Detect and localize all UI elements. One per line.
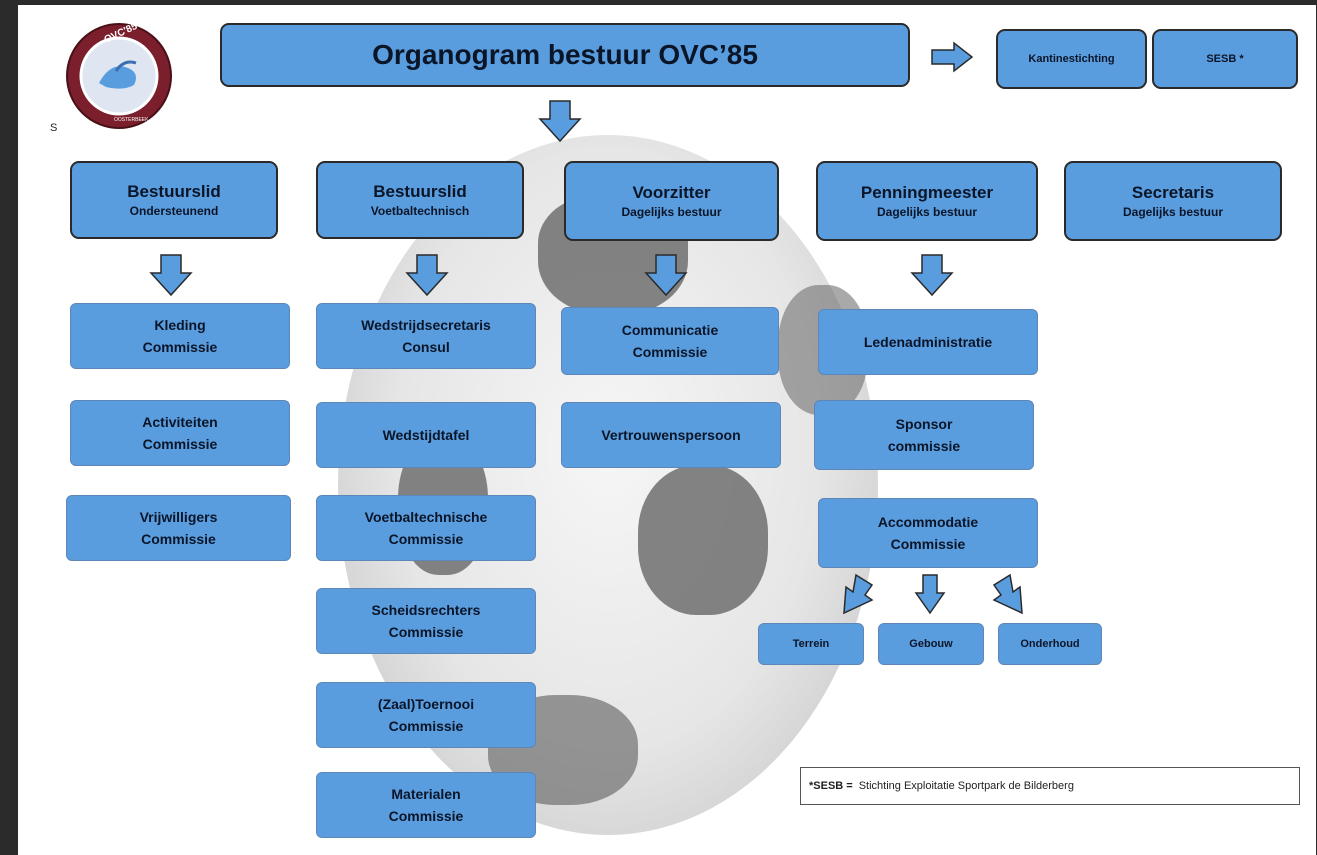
legend-text: Stichting Exploitatie Sportpark de Bilde… [858,780,1074,792]
box-terrein: Terrein [758,623,864,665]
sesb-box: SESB * [1152,29,1298,89]
arrow-down-icon [405,254,449,297]
box-vrijwilligers-commissie: Vrijwilligers Commissie [66,495,291,561]
ball-panel [638,465,768,615]
arrow-down-icon [644,254,688,297]
box-voetbaltechnische-commissie: Voetbaltechnische Commissie [316,495,536,561]
ovc-logo: OVC'85 OOSTERBEEK S [50,21,172,131]
legend-key: *SESB = [809,780,853,792]
box-accommodatie-commissie: Accommodatie Commissie [818,498,1038,568]
head-secretaris: Secretaris Dagelijks bestuur [1064,161,1282,241]
arrow-down-icon [910,254,954,297]
box-gebouw: Gebouw [878,623,984,665]
arrow-down-icon [914,574,946,615]
arrow-down-icon [538,100,582,143]
logo-text-bottom: OOSTERBEEK [114,117,149,123]
head-bestuurslid-voetbaltechnisch: Bestuurslid Voetbaltechnisch [316,161,524,239]
arrow-down-right-icon [992,573,1023,615]
box-kleding-commissie: Kleding Commissie [70,303,290,369]
head-penningmeester: Penningmeester Dagelijks bestuur [816,161,1038,241]
head-voorzitter: Voorzitter Dagelijks bestuur [564,161,779,241]
page-title: Organogram bestuur OVC’85 [372,39,758,70]
title-box: Organogram bestuur OVC’85 [220,23,910,87]
box-activiteiten-commissie: Activiteiten Commissie [70,400,290,466]
arrow-down-left-icon [843,573,874,615]
box-onderhoud: Onderhoud [998,623,1102,665]
left-edge-background [0,0,18,855]
head-bestuurslid-ondersteunend: Bestuurslid Ondersteunend [70,161,278,239]
box-communicatie-commissie: Communicatie Commissie [561,307,779,375]
box-scheidsrechters-commissie: Scheidsrechters Commissie [316,588,536,654]
box-vertrouwenspersoon: Vertrouwenspersoon [561,402,781,468]
box-zaaltoernooi-commissie: (Zaal)Toernooi Commissie [316,682,536,748]
arrow-right-icon [931,41,974,73]
sesb-legend: *SESB = Stichting Exploitatie Sportpark … [800,767,1300,805]
kantinestichting-box: Kantinestichting [996,29,1147,89]
organogram-page: OVC'85 OOSTERBEEK S Organogram bestuur O… [18,5,1316,855]
box-sponsor-commissie: Sponsor commissie [814,400,1034,470]
arrow-down-icon [149,254,193,297]
box-ledenadministratie: Ledenadministratie [818,309,1038,375]
box-wedstrijdsecretaris-consul: Wedstrijdsecretaris Consul [316,303,536,369]
box-wedstijdtafel: Wedstijdtafel [316,402,536,468]
logo-mark: S [50,122,57,131]
box-materialen-commissie: Materialen Commissie [316,772,536,838]
